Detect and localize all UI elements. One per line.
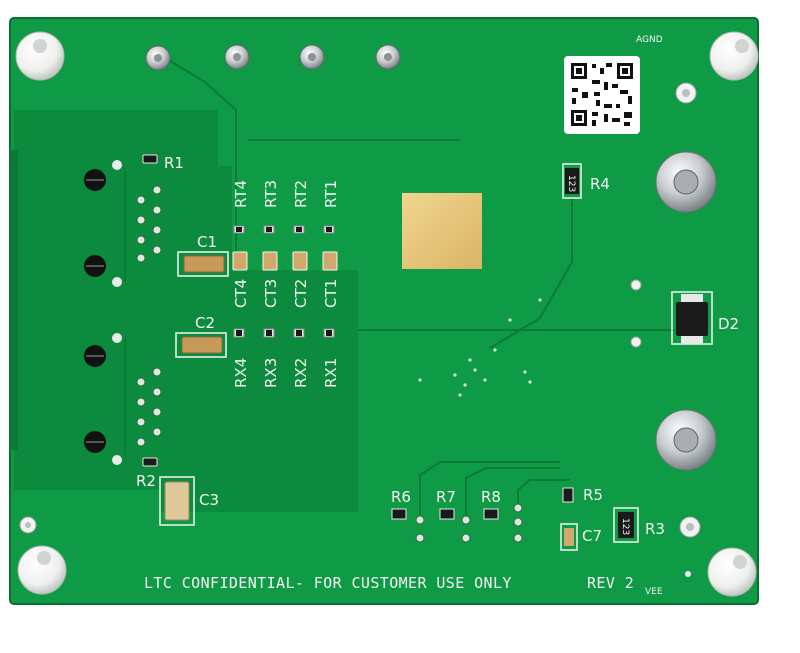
black-terminals — [84, 169, 106, 453]
mounting-holes — [19, 82, 701, 577]
connector-pins-upper — [136, 185, 162, 263]
label-r2: R2 — [136, 472, 156, 490]
label-r4: R4 — [590, 175, 610, 193]
bottom-vias — [415, 503, 523, 543]
footer-revision: REV 2 — [587, 574, 634, 592]
label-rt4: RT4 — [232, 180, 250, 208]
trace-bottom-1 — [419, 461, 560, 515]
label-r7: R7 — [436, 488, 456, 506]
label-rx2: RX2 — [292, 358, 310, 388]
r2-body — [142, 457, 158, 467]
c1-capacitor — [177, 251, 229, 277]
standoff-top-right — [709, 31, 759, 81]
c7-capacitor — [560, 523, 578, 551]
left-bracket-pads — [112, 160, 122, 465]
via-field — [418, 298, 542, 397]
top-terminals — [145, 44, 401, 71]
r5-resistor — [562, 487, 574, 503]
hex-standoff-lower — [655, 409, 717, 471]
copper-pour-left — [14, 110, 358, 512]
label-c7: C7 — [582, 527, 602, 545]
exposed-gold-pad — [402, 193, 482, 269]
label-rt2: RT2 — [292, 180, 310, 208]
label-rt1: RT1 — [322, 180, 340, 208]
label-r5: R5 — [583, 486, 603, 504]
standoff-bottom-left — [17, 545, 67, 595]
trace-top-1 — [159, 54, 237, 260]
qr-code — [564, 56, 640, 134]
r3-resistor: 123 — [613, 507, 639, 543]
label-ct3: CT3 — [262, 279, 280, 308]
ct-parts — [232, 251, 338, 271]
label-c1: C1 — [197, 233, 217, 251]
label-vee: VEE — [645, 587, 663, 597]
label-d2: D2 — [718, 315, 739, 333]
trace-bottom-2 — [465, 467, 560, 520]
label-c3: C3 — [199, 491, 219, 509]
label-agnd: AGND — [636, 35, 663, 45]
label-ct4: CT4 — [232, 279, 250, 308]
footer-confidential: LTC CONFIDENTIAL- FOR CUSTOMER USE ONLY — [144, 574, 512, 592]
label-rx1: RX1 — [322, 358, 340, 388]
label-r6: R6 — [391, 488, 411, 506]
r4-resistor: 123 — [562, 163, 582, 199]
d2-diode — [671, 291, 713, 345]
label-rx4: RX4 — [232, 358, 250, 388]
connector-pins-lower — [136, 367, 162, 447]
label-rx3: RX3 — [262, 358, 280, 388]
label-ct2: CT2 — [292, 279, 310, 308]
trace-r4-down — [489, 198, 573, 349]
label-r1: R1 — [164, 154, 184, 172]
rt-parts — [233, 225, 335, 234]
hex-standoff-upper — [655, 151, 717, 213]
r3-marking: 123 — [620, 518, 630, 535]
label-ct1: CT1 — [322, 279, 340, 308]
label-r8: R8 — [481, 488, 501, 506]
r8-resistor — [483, 508, 499, 520]
r7-resistor — [439, 508, 455, 520]
c3-capacitor — [159, 476, 195, 526]
label-c2: C2 — [195, 314, 215, 332]
standoff-top-left — [15, 31, 65, 81]
left-connector-edge — [10, 150, 18, 450]
rx-parts — [233, 328, 335, 338]
label-r3: R3 — [645, 520, 665, 538]
r1-body — [142, 154, 158, 164]
c2-capacitor — [175, 332, 227, 358]
label-rt3: RT3 — [262, 180, 280, 208]
standoff-bottom-right — [707, 547, 757, 597]
r4-marking: 123 — [566, 175, 576, 192]
trace-bottom-3 — [517, 479, 570, 505]
r6-resistor — [391, 508, 407, 520]
